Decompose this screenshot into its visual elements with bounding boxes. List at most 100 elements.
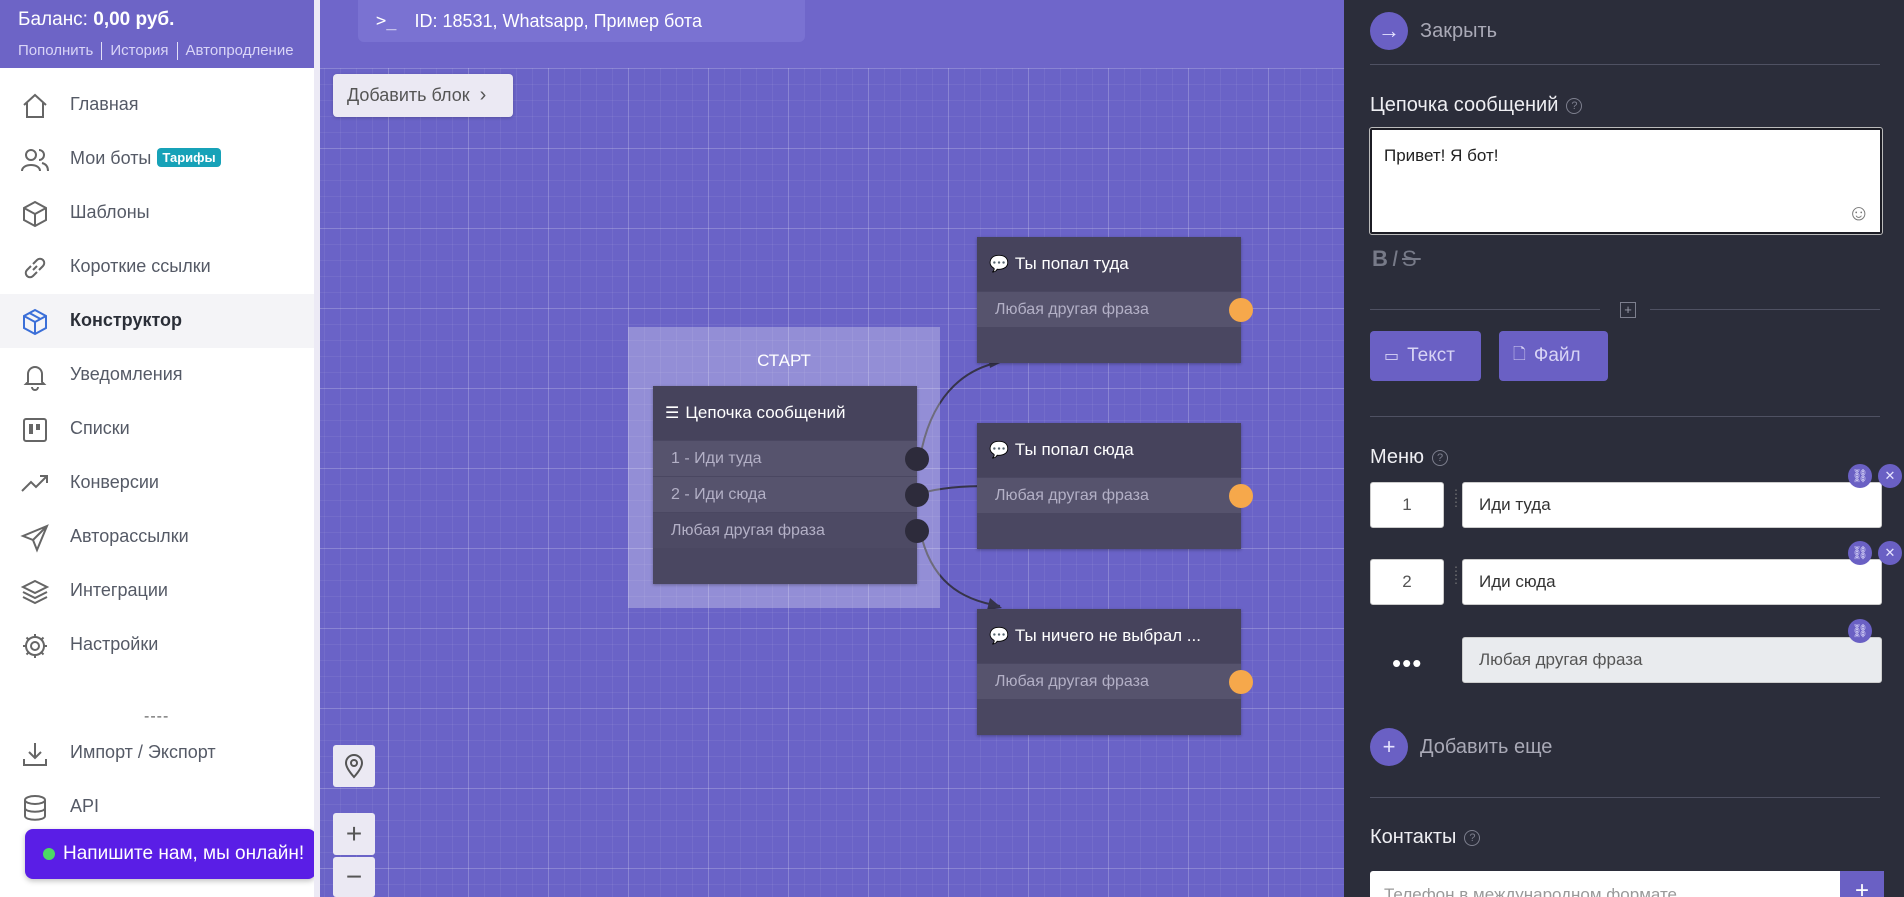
help-icon[interactable]: ?	[1464, 830, 1481, 846]
node-row-text: 2 - Иди сюда	[671, 485, 767, 503]
close-button[interactable]: → Закрыть	[1370, 12, 1497, 50]
italic-button[interactable]: I	[1391, 246, 1403, 271]
divider	[1370, 797, 1880, 798]
nav-item-lists[interactable]: Списки	[0, 402, 314, 456]
balance-title: Баланс: 0,00 руб.	[18, 9, 174, 31]
menu-section-title: Меню?	[1370, 446, 1449, 469]
link-separator	[176, 42, 178, 60]
menu-title-text: Меню	[1370, 446, 1425, 468]
message-text: Привет! Я бот!	[1384, 146, 1499, 165]
output-port[interactable]	[905, 519, 929, 543]
comment-icon: ▭	[1384, 348, 1400, 365]
add-more-label: Добавить еще	[1420, 735, 1553, 758]
nav-item-notifications[interactable]: Уведомления	[0, 348, 314, 402]
bold-button[interactable]: B	[1372, 246, 1392, 271]
tariffs-badge[interactable]: Тарифы	[157, 148, 221, 167]
plus-icon: +	[1370, 728, 1408, 766]
output-port[interactable]	[1229, 298, 1253, 322]
nav-label: Уведомления	[70, 364, 183, 384]
link-icon[interactable]: ⛓	[1848, 541, 1872, 565]
balance-amount: 0,00 руб.	[93, 9, 175, 30]
add-text-button[interactable]: ▭ Текст	[1370, 331, 1481, 381]
trend-icon	[21, 475, 48, 492]
nav-label: Конверсии	[70, 472, 159, 492]
menu-number-input[interactable]: 1	[1370, 482, 1444, 528]
close-icon[interactable]: ✕	[1878, 464, 1902, 488]
message-node[interactable]: 💬 Ты попал сюда Любая другая фраза	[977, 423, 1253, 549]
minus-icon: −	[345, 861, 363, 892]
message-node[interactable]: 💬 Ты попал туда Любая другая фраза	[977, 237, 1253, 363]
output-port[interactable]	[905, 483, 929, 507]
add-block-button[interactable]: Добавить блок ›	[333, 74, 513, 117]
drag-handle-icon[interactable]: ⋮⋮	[1450, 487, 1462, 509]
block-editor-panel: → Закрыть Цепочка сообщений? Привет! Я б…	[1344, 0, 1904, 897]
nav-item-import-export[interactable]: Импорт / Экспорт	[0, 726, 314, 780]
start-node[interactable]: ☰ Цепочка сообщений 1 - Иди туда 2 - Иди…	[653, 386, 929, 584]
node-row: Любая другая фраза	[653, 512, 929, 548]
terminal-icon: >_	[376, 11, 397, 31]
menu-text-input[interactable]: Иди сюда	[1462, 559, 1882, 605]
add-file-button[interactable]: 🗋 Файл	[1499, 331, 1608, 381]
link-icon[interactable]: ⛓	[1848, 464, 1872, 488]
zoom-out-button[interactable]: −	[333, 857, 375, 897]
phone-placeholder: Телефон в международном формате	[1384, 885, 1678, 897]
nav-item-settings[interactable]: Настройки	[0, 618, 314, 672]
arrowhead-icon	[987, 598, 1002, 610]
drag-handle-icon[interactable]: ⋮⋮	[1450, 564, 1462, 586]
close-icon[interactable]: ✕	[1878, 541, 1902, 565]
nav-item-home[interactable]: Главная	[0, 78, 314, 132]
help-icon[interactable]: ?	[1566, 98, 1583, 114]
autorenew-link[interactable]: Автопродление	[185, 42, 294, 59]
nav-label: Конструктор	[70, 310, 183, 330]
connection-line	[919, 529, 1001, 607]
link-icon[interactable]: ⛓	[1848, 619, 1872, 643]
topup-link[interactable]: Пополнить	[18, 42, 94, 59]
menu-number-input[interactable]: 2	[1370, 559, 1444, 605]
flow-canvas[interactable]: >_ ID: 18531, Whatsapp, Пример бота Доба…	[320, 0, 1344, 897]
bot-id: ID: 18531, Whatsapp, Пример бота	[414, 10, 702, 31]
node-row: Любая другая фраза	[977, 663, 1253, 699]
nav-label: Шаблоны	[70, 202, 150, 222]
strike-button[interactable]: S	[1402, 246, 1421, 271]
locate-button[interactable]	[333, 745, 375, 787]
gear-icon	[23, 634, 47, 658]
history-link[interactable]: История	[110, 42, 169, 59]
node-row-text: Любая другая фраза	[995, 486, 1149, 504]
message-node[interactable]: 💬 Ты ничего не выбрал ... Любая другая ф…	[977, 609, 1253, 735]
node-title-text: Ты попал сюда	[1014, 440, 1134, 459]
phone-input[interactable]: Телефон в международном формате	[1370, 871, 1844, 897]
insert-plus-icon[interactable]: +	[1620, 302, 1636, 318]
divider	[1650, 309, 1880, 310]
add-phone-button[interactable]: +	[1840, 871, 1884, 897]
divider	[1370, 309, 1600, 310]
node-title-text: Цепочка сообщений	[685, 403, 846, 422]
nav-item-short-links[interactable]: Короткие ссылки	[0, 240, 314, 294]
nav-item-templates[interactable]: Шаблоны	[0, 186, 314, 240]
output-port[interactable]	[1229, 670, 1253, 694]
node-title: 💬 Ты попал сюда	[977, 423, 1241, 477]
node-row: Любая другая фраза	[977, 477, 1253, 513]
nav-item-conversions[interactable]: Конверсии	[0, 456, 314, 510]
add-more-button[interactable]: + Добавить еще	[1370, 728, 1552, 766]
stack-icon: ☰	[665, 405, 680, 422]
nav-label: Главная	[70, 94, 139, 114]
online-chat-button[interactable]: Напишите нам, мы онлайн!	[25, 829, 314, 879]
node-footer	[977, 327, 1241, 363]
speech-bubble-icon: 💬	[989, 256, 1009, 273]
zoom-in-button[interactable]: +	[333, 813, 375, 855]
output-port[interactable]	[1229, 484, 1253, 508]
nav-item-integrations[interactable]: Интеграции	[0, 564, 314, 618]
menu-text-input[interactable]: Иди туда	[1462, 482, 1882, 528]
cube-icon	[23, 308, 47, 336]
nav-item-mailings[interactable]: Авторассылки	[0, 510, 314, 564]
help-icon[interactable]: ?	[1432, 450, 1449, 466]
output-port[interactable]	[905, 447, 929, 471]
nav-item-constructor[interactable]: Конструктор	[0, 294, 314, 348]
divider	[1370, 416, 1880, 417]
emoji-icon[interactable]: ☺	[1847, 200, 1870, 225]
nav-item-api[interactable]: API	[0, 780, 314, 834]
layers-icon	[20, 579, 50, 605]
chain-title-text: Цепочка сообщений	[1370, 94, 1559, 116]
message-textarea[interactable]: Привет! Я бот! ☺	[1369, 127, 1883, 235]
